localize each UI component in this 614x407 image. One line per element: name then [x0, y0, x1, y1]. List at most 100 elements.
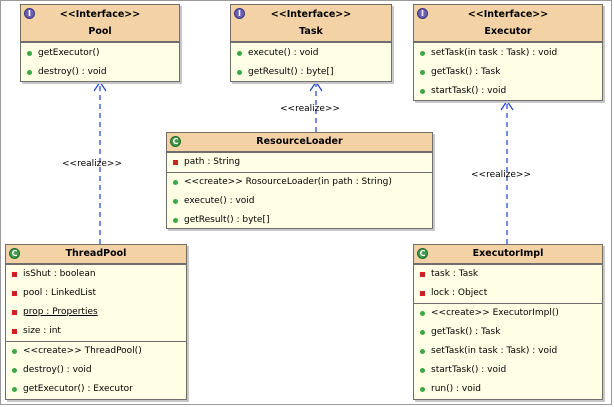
- attribute-row: isShut : boolean: [6, 265, 186, 284]
- operation-text: destroy() : void: [23, 365, 92, 375]
- operations-section: execute() : void getResult() : byte[]: [231, 42, 391, 82]
- operation-row: execute() : void: [167, 192, 432, 211]
- operation-text: setTask(in task : Task) : void: [431, 48, 558, 58]
- operation-text: getExecutor() : Executor: [23, 384, 133, 394]
- class-header-pool: I <<Interface>> Pool: [21, 5, 179, 42]
- attribute-row: path : String: [167, 153, 432, 172]
- attribute-text: path : String: [184, 157, 241, 167]
- operation-text: <<create>> ThreadPool(): [23, 346, 142, 356]
- public-icon: [27, 70, 32, 75]
- operation-text: getTask() : Task: [431, 67, 501, 77]
- operation-text: execute() : void: [184, 196, 255, 206]
- operation-text: getTask() : Task: [431, 327, 501, 337]
- class-box-executor[interactable]: I <<Interface>> Executor setTask(in task…: [413, 4, 603, 101]
- interface-icon: I: [417, 8, 428, 19]
- private-icon: [420, 291, 425, 296]
- class-header-executor: I <<Interface>> Executor: [414, 5, 602, 42]
- class-box-resourceloader[interactable]: C ResourceLoader path : String <<create>…: [166, 132, 433, 229]
- operation-text: destroy() : void: [38, 67, 107, 77]
- public-icon: [420, 387, 425, 392]
- operation-row: getExecutor() : Executor: [6, 380, 186, 399]
- operations-section: setTask(in task : Task) : void getTask()…: [414, 42, 602, 101]
- operation-text: getResult() : byte[]: [248, 67, 334, 77]
- public-icon: [420, 368, 425, 373]
- class-icon: C: [417, 248, 428, 259]
- attribute-text-static: prop : Properties: [23, 307, 98, 317]
- operation-text: startTask() : void: [431, 365, 507, 375]
- arrowhead-executor: [500, 99, 514, 111]
- class-name-threadpool: ThreadPool: [65, 248, 127, 259]
- public-icon: [173, 218, 178, 223]
- public-icon: [420, 311, 425, 316]
- realize-label-executorimpl: <<realize>>: [471, 170, 531, 180]
- class-icon: C: [170, 136, 181, 147]
- operations-section: <<create>> ExecutorImpl() getTask() : Ta…: [414, 303, 602, 399]
- attribute-row: task : Task: [414, 265, 602, 284]
- operations-section: <<create>> ThreadPool() destroy() : void…: [6, 341, 186, 399]
- attribute-text: lock : Object: [431, 288, 488, 298]
- attribute-row: lock : Object: [414, 284, 602, 303]
- operation-row: getResult() : byte[]: [231, 63, 391, 82]
- operation-row: getExecutor(): [21, 44, 179, 63]
- public-icon: [12, 368, 17, 373]
- class-box-pool[interactable]: I <<Interface>> Pool getExecutor() destr…: [20, 4, 180, 82]
- operation-row: run() : void: [414, 380, 602, 399]
- public-icon: [27, 51, 32, 56]
- operation-text: <<create>> ExecutorImpl(): [431, 308, 559, 318]
- public-icon: [420, 330, 425, 335]
- operation-row: getResult() : byte[]: [167, 211, 432, 230]
- public-icon: [237, 70, 242, 75]
- class-name-pool: Pool: [88, 26, 112, 37]
- interface-icon: I: [24, 8, 35, 19]
- operation-row: startTask() : void: [414, 361, 602, 380]
- operations-section: getExecutor() destroy() : void: [21, 42, 179, 82]
- attribute-row: size : int: [6, 322, 186, 341]
- operation-text: getResult() : byte[]: [184, 215, 270, 225]
- public-icon: [420, 51, 425, 56]
- attributes-section: task : Task lock : Object: [414, 264, 602, 303]
- attribute-text: isShut : boolean: [23, 269, 96, 279]
- attribute-text: pool : LinkedList: [23, 288, 97, 298]
- arrowhead-task: [309, 80, 323, 92]
- operation-row: destroy() : void: [21, 63, 179, 82]
- class-icon: C: [9, 248, 20, 259]
- private-icon: [173, 160, 178, 165]
- class-box-executorimpl[interactable]: C ExecutorImpl task : Task lock : Object…: [413, 244, 603, 400]
- attributes-section: path : String: [167, 152, 432, 172]
- attribute-text: size : int: [23, 326, 61, 336]
- public-icon: [12, 387, 17, 392]
- operation-row: <<create>> RosourceLoader(in path : Stri…: [167, 173, 432, 192]
- class-box-threadpool[interactable]: C ThreadPool isShut : boolean pool : Lin…: [5, 244, 187, 400]
- class-name-task: Task: [299, 26, 323, 37]
- operation-row: destroy() : void: [6, 361, 186, 380]
- attributes-section: isShut : boolean pool : LinkedList prop …: [6, 264, 186, 341]
- realize-label-threadpool: <<realize>>: [62, 159, 122, 169]
- operation-text: run() : void: [431, 384, 481, 394]
- attribute-row: pool : LinkedList: [6, 284, 186, 303]
- stereotype-label: <<Interface>>: [59, 9, 141, 20]
- class-header-executorimpl: C ExecutorImpl: [414, 245, 602, 264]
- public-icon: [173, 199, 178, 204]
- operation-row: <<create>> ThreadPool(): [6, 342, 186, 361]
- private-icon: [12, 329, 17, 334]
- public-icon: [12, 349, 17, 354]
- attribute-row: prop : Properties: [6, 303, 186, 322]
- private-icon: [12, 291, 17, 296]
- class-box-task[interactable]: I <<Interface>> Task execute() : void ge…: [230, 4, 392, 82]
- private-icon: [12, 310, 17, 315]
- operation-row: getTask() : Task: [414, 323, 602, 342]
- operation-text: startTask() : void: [431, 86, 507, 96]
- operation-row: setTask(in task : Task) : void: [414, 44, 602, 63]
- class-name-executor: Executor: [484, 26, 532, 37]
- attribute-text: task : Task: [431, 269, 479, 279]
- arrowhead-pool: [93, 80, 107, 92]
- public-icon: [420, 349, 425, 354]
- operation-text: getExecutor(): [38, 48, 100, 58]
- operation-text: execute() : void: [248, 48, 319, 58]
- operation-row: getTask() : Task: [414, 63, 602, 82]
- realize-label-resourceloader: <<realize>>: [280, 104, 340, 114]
- operation-text: <<create>> RosourceLoader(in path : Stri…: [184, 177, 392, 187]
- class-header-resourceloader: C ResourceLoader: [167, 133, 432, 152]
